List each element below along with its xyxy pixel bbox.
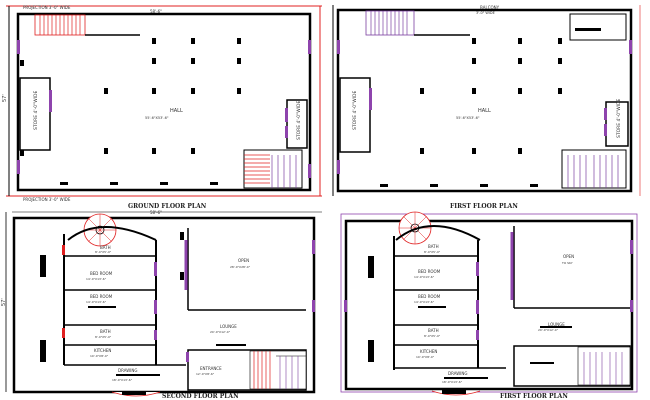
second-depth-dim: 57'	[1, 298, 7, 306]
second-width-dim: 58'-6"	[150, 210, 162, 215]
second-room-4-dim: 10'-0"X8'-0"	[90, 354, 109, 358]
second-room-1-dim: 14'-0"X13'-6"	[86, 277, 107, 281]
ground-bottom-projection: PROJECTION 3'-0" WIDE	[23, 197, 71, 202]
second-room-3-name: BATH	[100, 329, 111, 334]
third-border	[340, 213, 638, 393]
third-room-2-dim: 14'-0"X13'-6"	[414, 300, 435, 304]
first-left-store: STORE 4'-0"WIDE	[339, 77, 372, 153]
second-room-6-name: OPEN	[238, 258, 249, 263]
second-room-1-name: BED ROOM	[90, 271, 113, 276]
third-spiral-stair	[395, 211, 481, 245]
second-room-3-dim: 8'-0"X5'-0"	[95, 335, 112, 339]
second-room-8-name: ENTRANCE	[200, 366, 222, 371]
third-room-0-dim: 8'-0"X5'-0"	[424, 250, 441, 254]
second-entrance: ENTRANCE 12'-0"X8'-6"	[186, 349, 307, 391]
third-room-7-name: LOUNGE	[548, 322, 565, 327]
first-stair-bottom	[561, 149, 627, 189]
second-room-4-name: KITCHEN	[94, 348, 111, 353]
first-floor-plan: BALCONY 3'-0" WIDE STORE 4'-0"WIDE	[332, 5, 641, 210]
first-left-store-label: STORE 4'-0"WIDE	[352, 91, 358, 130]
ground-right-store-label: STORE 4'-0"WIDE	[296, 101, 302, 140]
third-room-5-dim: 18'-0"X13'-6"	[442, 380, 463, 384]
first-stair-top	[365, 10, 470, 36]
first-balcony-label: BALCONY	[480, 5, 500, 10]
third-room-6-name: OPEN	[563, 254, 574, 259]
third-room-0-name: BATH	[428, 244, 439, 249]
first-columns	[380, 38, 562, 187]
ground-columns	[20, 38, 241, 185]
third-room-1-name: BED ROOM	[418, 269, 441, 274]
ground-stair-bottom	[243, 149, 303, 189]
third-open-area: OPEN TO SKY	[510, 226, 630, 309]
second-plan-title: SECOND FLOOR PLAN	[162, 393, 239, 400]
third-plan-title: FIRST FLOOR PLAN	[500, 393, 568, 400]
third-room-2-name: BED ROOM	[418, 294, 441, 299]
third-bottom-block	[513, 345, 631, 387]
ground-left-store: STORE 4'-0"WIDE	[19, 77, 52, 151]
third-floor-plan: BATH 8'-0"X5'-0" BED ROOM 14'-0"X13'-6" …	[340, 211, 638, 400]
third-room-4-dim: 10'-0"X8'-0"	[416, 355, 435, 359]
third-room-6-dim: TO SKY	[561, 261, 573, 265]
second-room-0-name: BATH	[100, 245, 111, 250]
ground-width-dim: 58'-6"	[150, 9, 162, 14]
third-room-3-name: BATH	[428, 328, 439, 333]
ground-hall-dim: 55'-6"X53'-6"	[145, 116, 169, 120]
third-room-stack	[394, 240, 506, 369]
first-balcony-dim: 3'-0" WIDE	[476, 11, 495, 15]
ground-plan-title: GROUND FLOOR PLAN	[128, 203, 207, 210]
second-room-7-dim: 20'-0"X12'-0"	[210, 330, 231, 334]
second-room-5-name: DRAWING	[118, 368, 137, 373]
third-room-5-name: DRAWING	[448, 371, 467, 376]
second-room-2-dim: 14'-0"X13'-6"	[86, 300, 107, 304]
second-room-2-name: BED ROOM	[90, 294, 113, 299]
second-room-stack	[62, 240, 186, 366]
second-room-5-dim: 18'-0"X13'-6"	[112, 378, 133, 382]
ground-depth-dim: 57'	[2, 94, 8, 102]
ground-floor-plan: 57' 58'-6" PROJECTION 3'-0" WIDE PROJECT…	[2, 5, 322, 210]
ground-right-store: STORE 4'-0"WIDE	[285, 99, 308, 149]
ground-hall-label: HALL	[170, 108, 183, 114]
second-room-8-dim: 12'-0"X8'-6"	[196, 372, 215, 376]
ground-stair-top	[34, 14, 140, 36]
first-right-store: STORE 4'-0"WIDE	[604, 99, 629, 147]
second-room-6-dim: 28'-0"X28'-0"	[230, 265, 251, 269]
second-floor-plan: 58'-6" 57'	[1, 210, 322, 400]
ground-top-projection: PROJECTION 3'-0" WIDE	[23, 5, 71, 10]
third-room-4-name: KITCHEN	[420, 349, 437, 354]
third-room-7-dim: 20'-0"X12'-0"	[538, 328, 559, 332]
third-room-1-dim: 14'-0"X13'-6"	[414, 275, 435, 279]
first-hall-dim: 55'-6"X53'-6"	[456, 116, 480, 120]
ground-outer-wall	[16, 12, 312, 192]
third-room-3-dim: 8'-0"X5'-0"	[424, 334, 441, 338]
second-room-7-name: LOUNGE	[220, 324, 237, 329]
first-outer-wall	[336, 8, 633, 193]
first-hall-label: HALL	[478, 108, 491, 114]
first-plan-title: FIRST FLOOR PLAN	[450, 203, 518, 210]
ground-left-store-label: STORE 4'-0"WIDE	[33, 91, 39, 130]
second-spiral-stair	[67, 213, 157, 247]
second-open-area: OPEN 28'-0"X28'-0"	[184, 228, 306, 311]
second-room-0-dim: 8'-0"X5'-0"	[95, 250, 112, 254]
first-right-store-label: STORE 4'-0"WIDE	[616, 99, 622, 138]
